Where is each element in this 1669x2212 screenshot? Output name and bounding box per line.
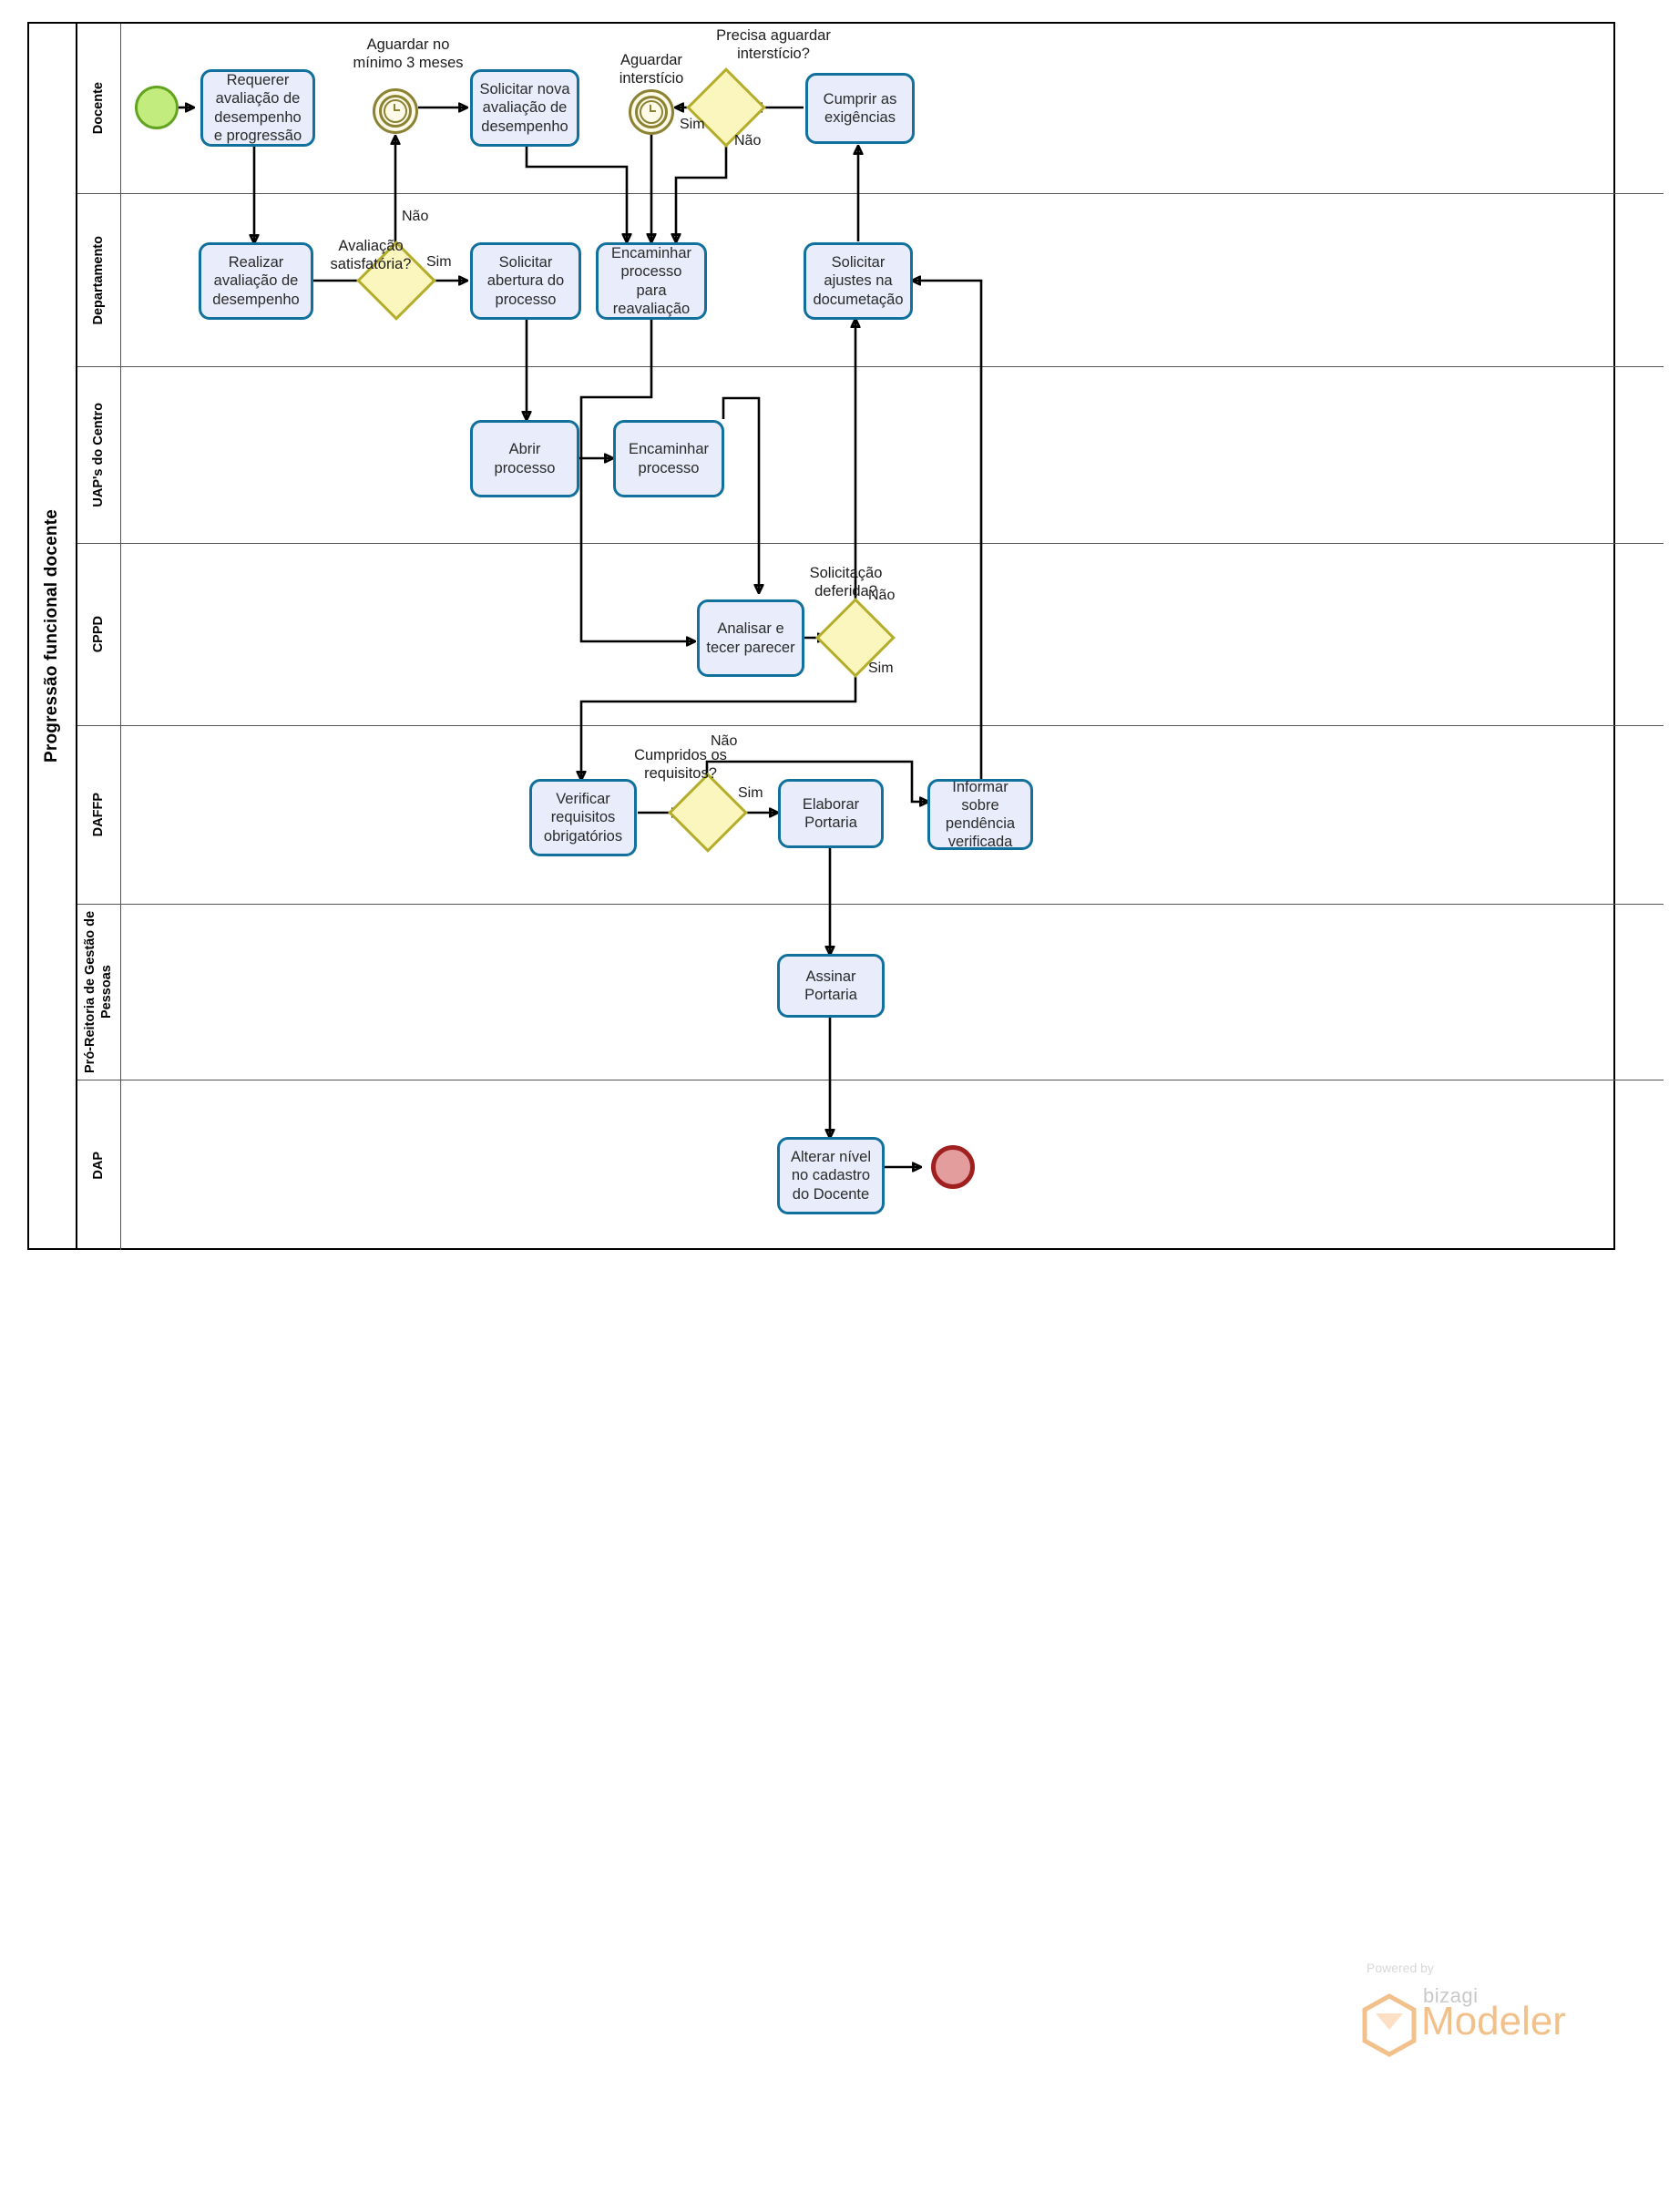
gateway-requisitos-label: Cumpridos os requisitos? <box>634 747 727 782</box>
lane-title-dap: DAP <box>77 1080 121 1250</box>
pool-title: Progressão funcional docente <box>27 22 77 1250</box>
lane-label-departamento: Departamento <box>91 235 107 325</box>
lane-label-progep: Pró-Reitoria de Gestão de Pessoas <box>83 910 115 1074</box>
task-alterar-nivel[interactable]: Alterar nível no cadastro do Docente <box>777 1137 885 1214</box>
bizagi-watermark: Powered by bizagi Modeler <box>1314 1961 1569 2070</box>
timer-intersticio-label: Aguardar interstício <box>619 52 684 87</box>
task-abrir-processo[interactable]: Abrir processo <box>470 420 579 497</box>
bizagi-logo-icon <box>1362 1993 1417 2057</box>
task-elaborar-portaria[interactable]: Elaborar Portaria <box>778 779 884 848</box>
lane-label-dap: DAP <box>91 1151 107 1180</box>
task-analisar-tecer-parecer[interactable]: Analisar e tecer parecer <box>697 599 804 677</box>
powered-by-label: Powered by <box>1367 1961 1434 1975</box>
flow-label-intersticio-nao: Não <box>734 133 762 148</box>
task-solicitar-ajustes[interactable]: Solicitar ajustes na documetação <box>804 242 913 320</box>
bizagi-brand-label: bizagi <box>1423 1984 1479 2007</box>
lane-label-uaps: UAP's do Centro <box>91 403 107 507</box>
flow-label-intersticio-sim: Sim <box>680 117 705 132</box>
lane-cppd: CPPD <box>77 544 1664 726</box>
lane-title-docente: Docente <box>77 24 121 193</box>
task-realizar-avaliacao[interactable]: Realizar avaliação de desempenho <box>199 242 313 320</box>
task-encaminhar-processo[interactable]: Encaminhar processo <box>613 420 724 497</box>
timer-3meses-label: Aguardar no mínimo 3 meses <box>353 36 464 71</box>
lane-departamento: Departamento <box>77 194 1664 367</box>
flow-label-requisitos-sim: Sim <box>738 785 763 801</box>
lane-title-departamento: Departamento <box>77 194 121 366</box>
flow-label-deferida-nao: Não <box>868 588 896 603</box>
lane-progep: Pró-Reitoria de Gestão de Pessoas <box>77 905 1664 1080</box>
timer-intersticio-icon[interactable] <box>629 89 674 135</box>
task-verificar-requisitos[interactable]: Verificar requisitos obrigatórios <box>529 779 637 856</box>
task-assinar-portaria[interactable]: Assinar Portaria <box>777 954 885 1018</box>
start-event[interactable] <box>135 86 179 129</box>
task-requerer-avaliacao[interactable]: Requerer avaliação de desempenho e progr… <box>200 69 315 147</box>
flow-label-avaliacao-nao: Não <box>402 209 429 224</box>
lane-title-daffp: DAFFP <box>77 726 121 904</box>
lane-uaps: UAP's do Centro <box>77 367 1664 544</box>
task-solicitar-nova-avaliacao[interactable]: Solicitar nova avaliação de desempenho <box>470 69 579 147</box>
lane-label-cppd: CPPD <box>91 616 107 653</box>
flow-label-deferida-sim: Sim <box>868 661 894 676</box>
lane-title-cppd: CPPD <box>77 544 121 725</box>
lane-title-uaps: UAP's do Centro <box>77 367 121 543</box>
end-event[interactable] <box>931 1145 975 1189</box>
lane-daffp: DAFFP <box>77 726 1664 905</box>
pool-title-label: Progressão funcional docente <box>41 509 61 763</box>
gateway-intersticio-label: Precisa aguardar interstício? <box>716 27 831 62</box>
task-informar-pendencia[interactable]: Informar sobre pendência verificada <box>927 779 1033 850</box>
task-encaminhar-reavaliacao[interactable]: Encaminhar processo para reavaliação <box>596 242 707 320</box>
bizagi-product-label: Modeler <box>1421 1999 1566 2043</box>
lane-label-docente: Docente <box>91 82 107 135</box>
flow-label-avaliacao-sim: Sim <box>426 254 452 270</box>
flow-label-requisitos-nao: Não <box>711 733 738 749</box>
gateway-avaliacao-label: Avaliação satisfatória? <box>330 238 412 272</box>
lane-title-progep: Pró-Reitoria de Gestão de Pessoas <box>77 905 121 1080</box>
lane-docente: Docente <box>77 24 1664 194</box>
timer-3meses-icon[interactable] <box>373 88 418 134</box>
task-cumprir-exigencias[interactable]: Cumprir as exigências <box>805 73 915 144</box>
gateway-deferida-label: Solicitação deferida? <box>809 565 883 599</box>
lane-label-daffp: DAFFP <box>91 793 107 837</box>
lane-dap: DAP <box>77 1080 1664 1250</box>
task-solicitar-abertura[interactable]: Solicitar abertura do processo <box>470 242 581 320</box>
